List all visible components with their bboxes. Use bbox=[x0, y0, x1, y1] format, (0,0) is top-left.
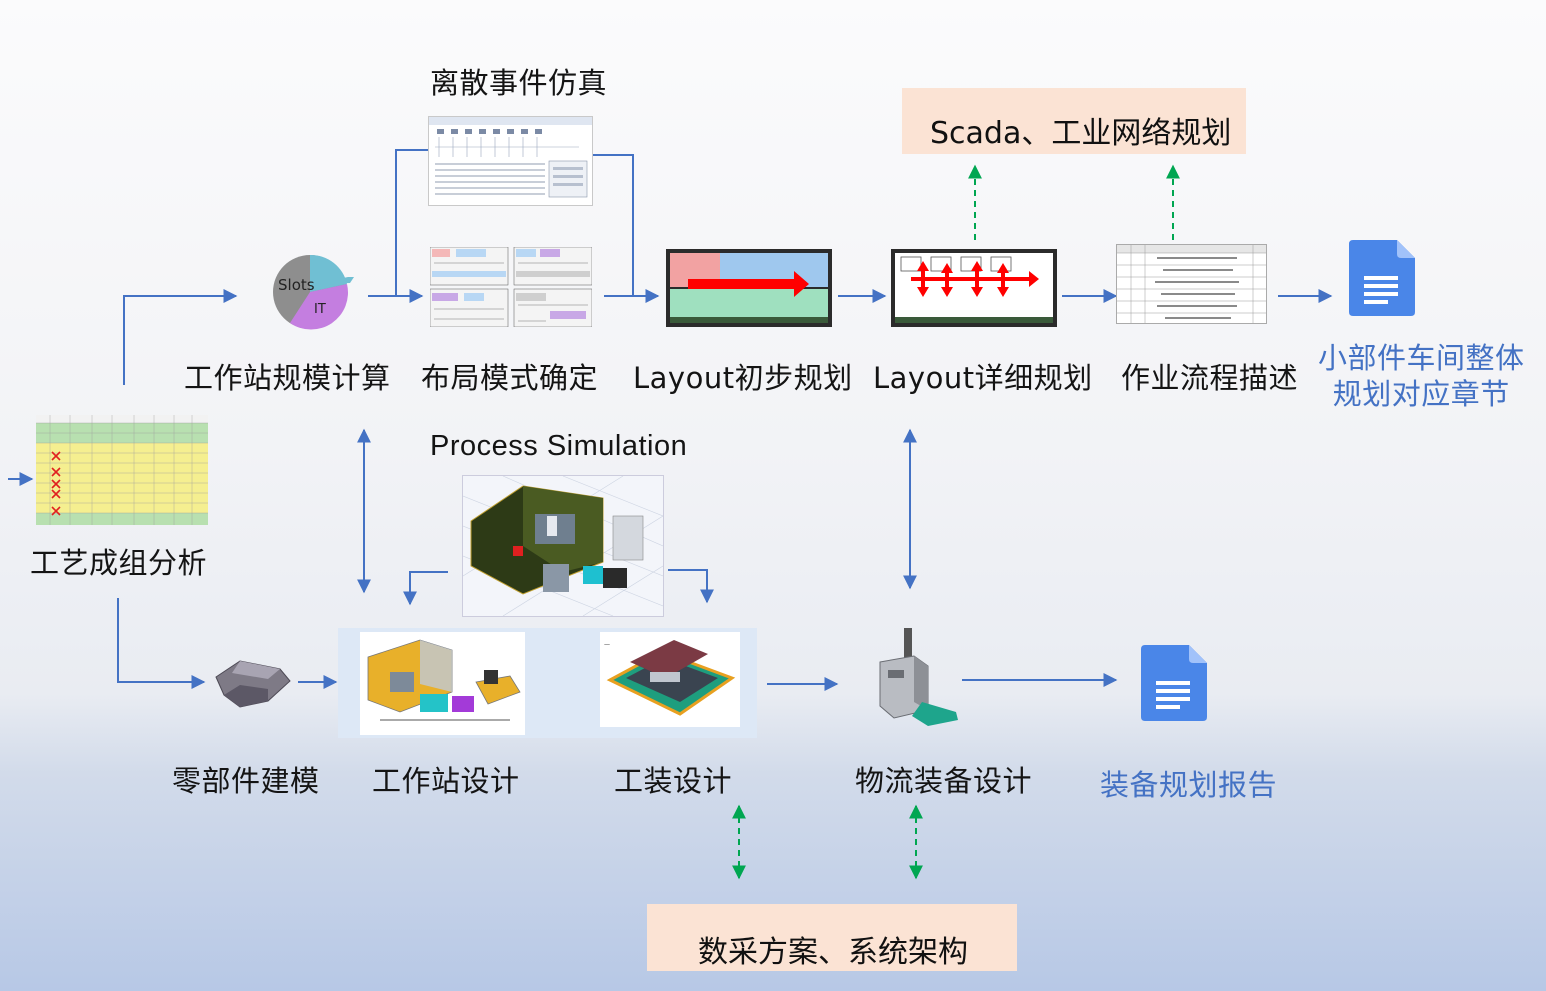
layout-mode-label: 布局模式确定 bbox=[421, 361, 599, 395]
part-icon bbox=[210, 655, 294, 711]
pie-label-slots: Slots bbox=[278, 276, 315, 294]
robot-cell-icon bbox=[462, 475, 664, 617]
layout-mode-thumbnails bbox=[429, 246, 593, 328]
flow-description-label: 作业流程描述 bbox=[1121, 361, 1299, 395]
spreadsheet-icon bbox=[36, 415, 208, 525]
layout-detailed-label: Layout详细规划 bbox=[873, 361, 1093, 395]
process-simulation-title: Process Simulation bbox=[430, 430, 688, 462]
scada-box bbox=[902, 88, 1246, 154]
fixture-icon: — bbox=[600, 632, 740, 727]
logistics-equipment-label: 物流装备设计 bbox=[855, 764, 1033, 798]
chapter-label: 小部件车间整体 规划对应章节 bbox=[1318, 341, 1525, 411]
scada-label: Scada、工业网络规划 bbox=[930, 116, 1232, 151]
layout-initial-thumbnail bbox=[666, 249, 832, 327]
arrow-analysis-to-workstation-sizing bbox=[123, 289, 238, 385]
discrete-event-simulation-title: 离散事件仿真 bbox=[430, 66, 608, 100]
data-acquisition-label: 数采方案、系统架构 bbox=[698, 935, 968, 970]
pie-label-it: IT bbox=[314, 302, 326, 317]
part-modeling-label: 零部件建模 bbox=[172, 764, 320, 798]
workstation-design-image bbox=[360, 632, 525, 735]
agv-icon bbox=[872, 626, 964, 728]
report-document-icon bbox=[1141, 645, 1207, 721]
flow-description-table-thumbnail bbox=[1116, 244, 1267, 324]
fixture-design-label: 工装设计 bbox=[614, 764, 733, 798]
equipment-report-label: 装备规划报告 bbox=[1100, 768, 1278, 802]
svg-text:—: — bbox=[604, 641, 610, 648]
layout-detailed-thumbnail bbox=[891, 249, 1057, 327]
workstation-design-label: 工作站设计 bbox=[372, 764, 520, 798]
pie-chart-icon: Slots IT bbox=[270, 250, 356, 332]
process-grouping-label: 工艺成组分析 bbox=[30, 546, 208, 580]
data-acquisition-box bbox=[647, 904, 1017, 971]
document-icon bbox=[1349, 240, 1415, 316]
discrete-event-screenshot bbox=[428, 116, 593, 206]
workstation-sizing-label: 工作站规模计算 bbox=[184, 361, 391, 395]
layout-initial-label: Layout初步规划 bbox=[633, 361, 853, 395]
